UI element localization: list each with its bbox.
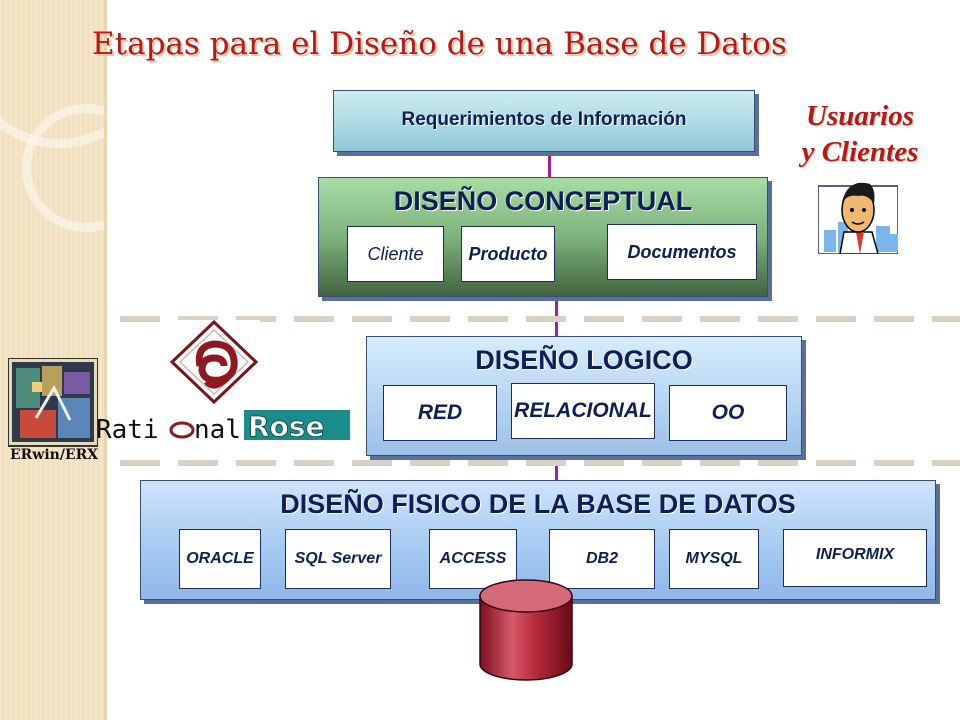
database-icon <box>479 579 573 681</box>
logical-item-red: RED <box>383 385 497 441</box>
conceptual-design-panel: DISEÑO CONCEPTUAL Cliente Producto Docum… <box>318 177 768 297</box>
rational-logo-text-mid: nal <box>194 415 241 445</box>
connector-conceptual-logico <box>555 282 558 336</box>
separator-line <box>120 460 960 466</box>
connector-req-conceptual <box>548 152 551 177</box>
rational-logo-text-left: Rati <box>96 415 159 445</box>
users-label: Usuarios y Clientes <box>790 98 930 170</box>
page-title: Etapas para el Diseño de una Base de Dat… <box>92 26 787 62</box>
decorative-ring <box>22 104 150 232</box>
physical-item-access: ACCESS <box>429 529 517 589</box>
erwin-logo: ERwin/ERX <box>8 358 98 462</box>
rational-rose-logo: Rati nal Rose <box>96 319 350 445</box>
conceptual-item-producto: Producto <box>461 226 555 282</box>
conceptual-title: DISEÑO CONCEPTUAL <box>393 186 693 216</box>
requirements-label: Requerimientos de Información <box>401 109 687 130</box>
logical-item-relacional: RELACIONAL <box>511 383 655 439</box>
rational-logo-o-icon <box>169 421 195 439</box>
users-label-line1: Usuarios <box>806 100 914 132</box>
conceptual-item-documentos: Documentos <box>607 224 757 280</box>
physical-item-informix: INFORMIX <box>783 529 927 587</box>
separator-line <box>120 316 960 322</box>
rose-logo-text: Rose <box>248 410 324 443</box>
requirements-box: Requerimientos de Información <box>333 90 755 152</box>
physical-item-mysql: MYSQL <box>669 529 759 589</box>
logical-design-panel: DISEÑO LOGICO RED RELACIONAL OO <box>366 336 802 456</box>
erwin-logo-text: ERwin/ERX <box>10 447 98 462</box>
person-icon <box>818 182 898 254</box>
conceptual-item-cliente: Cliente <box>347 226 444 282</box>
connector-logico-fisico <box>555 456 558 480</box>
sidebar-edge <box>104 0 107 720</box>
logical-item-oo: OO <box>669 385 787 441</box>
physical-title: DISEÑO FISICO DE LA BASE DE DATOS <box>280 489 796 519</box>
physical-item-oracle: ORACLE <box>179 529 261 589</box>
physical-item-db2: DB2 <box>549 529 655 589</box>
logical-title: DISEÑO LOGICO <box>475 345 693 375</box>
users-label-line2: y Clientes <box>801 136 919 168</box>
physical-item-sqlserver: SQL Server <box>285 529 391 589</box>
physical-design-panel: DISEÑO FISICO DE LA BASE DE DATOS ORACLE… <box>140 480 936 600</box>
